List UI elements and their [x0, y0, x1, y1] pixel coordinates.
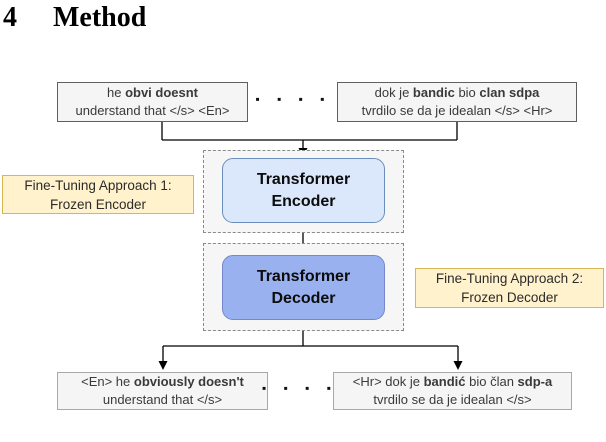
- section-title: Method: [53, 2, 147, 33]
- transformer-decoder-block: Transformer Decoder: [222, 255, 385, 320]
- encoder-label-line2: Encoder: [271, 192, 336, 210]
- transformer-encoder-block: Transformer Encoder: [222, 158, 385, 223]
- decoder-label-line1: Transformer: [256, 268, 351, 285]
- output-english-line2: understand that </s>: [102, 392, 223, 407]
- input-box-english: he obvi doesnt understand that </s> <En>: [57, 82, 248, 122]
- output-croatian-line2: tvrdilo se da je idealan </s>: [373, 392, 532, 407]
- input-croatian-line2: tvrdilo se da je idealan </s> <Hr>: [361, 103, 553, 118]
- output-box-croatian: <Hr> dok je bandić bio član sdp-a tvrdil…: [333, 372, 572, 410]
- connector-inputs-merge: [161, 122, 458, 149]
- output-croatian-line1: <Hr> dok je bandić bio član sdp-a: [352, 373, 553, 389]
- input-english-line2: understand that </s> <En>: [75, 103, 230, 118]
- arrowhead-into-output-right: [453, 361, 463, 370]
- output-ellipsis-dots: ▪ ▪ ▪ ▪: [261, 381, 339, 395]
- output-box-english: <En> he obviously doesn't understand tha…: [57, 372, 268, 410]
- section-number: 4: [3, 2, 17, 33]
- input-box-croatian: dok je bandic bio clan sdpa tvrdilo se d…: [337, 82, 577, 122]
- arrowhead-into-output-left: [158, 361, 168, 370]
- input-english-line1: he obvi doesnt: [106, 84, 199, 100]
- input-ellipsis-dots: ▪ ▪ ▪ ▪: [255, 92, 332, 106]
- note-approach2-line2: Frozen Decoder: [461, 290, 558, 305]
- note-approach1-line1: Fine-Tuning Approach 1:: [24, 177, 172, 193]
- input-croatian-line1: dok je bandic bio clan sdpa: [374, 84, 540, 100]
- output-english-line1: <En> he obviously doesn't: [81, 373, 244, 389]
- note-approach1-line2: Frozen Encoder: [49, 196, 147, 212]
- decoder-label-line2: Decoder: [271, 289, 336, 307]
- note-approach1-frozen-encoder: Fine-Tuning Approach 1: Frozen Encoder: [2, 175, 194, 214]
- note-approach2-line1: Fine-Tuning Approach 2:: [435, 271, 584, 286]
- note-approach2-frozen-decoder: Fine-Tuning Approach 2: Frozen Decoder: [415, 268, 604, 308]
- section-heading: 4 Method: [3, 1, 146, 35]
- encoder-label-line1: Transformer: [256, 171, 351, 188]
